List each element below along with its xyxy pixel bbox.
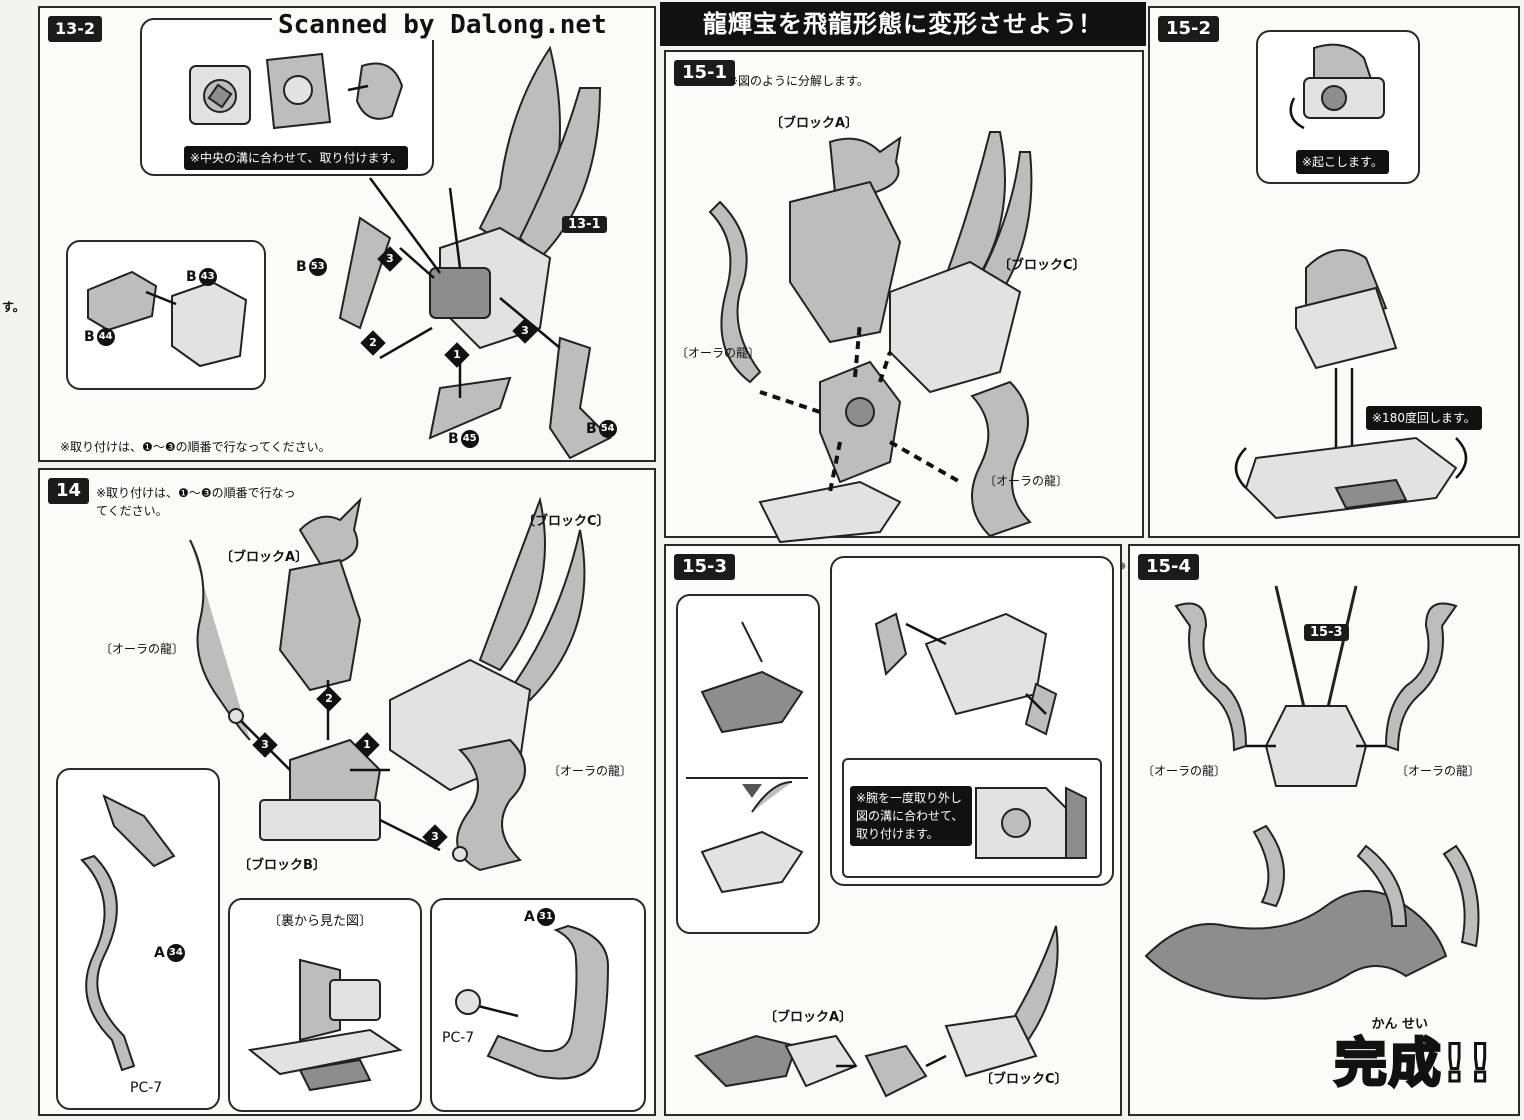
- step-15-4-panel: 15-4 15-3 〔オーラの龍〕 〔オーラの龍〕 かん せい 完成!!: [1128, 544, 1520, 1116]
- raise-callout: ※起こします。: [1256, 30, 1420, 184]
- order-marker-3b: 3: [512, 318, 538, 344]
- step-number: 13-2: [48, 16, 103, 42]
- assembly-row-illustration: [694, 925, 1059, 1098]
- arm-note: ※腕を一度取り外し図の溝に合わせて、取り付けます。: [850, 786, 972, 846]
- label-aura-right: 〔オーラの龍〕: [548, 764, 633, 778]
- block-assembly-illustration: [189, 496, 586, 872]
- dragon-wing-assembly-illustration: [338, 45, 612, 460]
- back-view-callout: 〔裏から見た図〕: [228, 898, 422, 1112]
- order-marker-2: 2: [316, 686, 342, 712]
- disassembly-illustration: [708, 131, 1144, 579]
- header-title: 龍輝宝を飛龍形態に変形させよう！: [660, 2, 1146, 46]
- label-block-c: 〔ブロックC〕: [998, 258, 1086, 273]
- arm-detachment-illustration: [874, 612, 1058, 736]
- step-15-1-panel: 15-1 ※図のように分解します。 〔ブロックA〕 〔ブロックC〕 〔オーラの龍…: [664, 50, 1144, 579]
- aura-dragon-a31-illustration: [455, 924, 610, 1080]
- label-block-b: 〔ブロックB〕: [238, 858, 326, 873]
- part-pc7-left: PC-7: [130, 1080, 163, 1096]
- aura-dragon-a34-illustration: [80, 794, 176, 1072]
- bracket-parts-illustration: [87, 270, 248, 368]
- head-fold-callout: [676, 594, 820, 934]
- scan-credit: Scanned by Dalong.net: [272, 10, 613, 40]
- detail-callout: ※中央の溝に合わせて、取り付けます。: [140, 18, 434, 176]
- part-pc7-right: PC-7: [442, 1030, 475, 1046]
- label-block-c: 〔ブロックC〕: [522, 514, 610, 529]
- label-aura-right: 〔オーラの龍〕: [984, 474, 1069, 488]
- label-aura-left: 〔オーラの龍〕: [676, 346, 761, 360]
- complete-ruby: かん せい: [1371, 1017, 1428, 1032]
- order-marker-1: 1: [354, 732, 380, 758]
- bracket-callout: [66, 240, 266, 390]
- groove-detail-illustration: [189, 52, 404, 130]
- step-number: 15-1: [674, 60, 736, 86]
- step-15-2-panel: 15-2 ※起こします。 ※180度回します。: [1148, 6, 1520, 538]
- step-number: 15-3: [674, 554, 736, 580]
- label-block-a: 〔ブロックA〕: [220, 550, 309, 565]
- order-marker-3a: 3: [252, 732, 278, 758]
- callout-note: ※中央の溝に合わせて、取り付けます。: [184, 146, 409, 170]
- label-block-a: 〔ブロックA〕: [764, 1010, 853, 1025]
- label-back-view: 〔裏から見た図〕: [268, 914, 373, 929]
- complete-text: 完成!!: [1333, 1033, 1494, 1096]
- order-note: ※取り付けは、❶～❸の順番で行なってください。: [60, 440, 331, 454]
- arm-detail-callout: ※腕を一度取り外し図の溝に合わせて、取り付けます。: [830, 556, 1114, 886]
- order-marker-3b: 3: [422, 824, 448, 850]
- raise-note: ※起こします。: [1296, 150, 1389, 174]
- label-aura-left: 〔オーラの龍〕: [1142, 764, 1227, 778]
- order-marker-1: 1: [444, 342, 470, 368]
- completed-dragon-illustration: [1144, 824, 1480, 1000]
- head-fold-illustration: [686, 621, 808, 894]
- step-number: 14: [48, 478, 90, 504]
- order-note: ※取り付けは、❶～❸の順番で行なってください。: [96, 486, 296, 518]
- step-14-panel: 14 ※取り付けは、❶～❸の順番で行なってください。 〔ブロックA〕 〔ブロック…: [38, 468, 656, 1116]
- step-number: 15-2: [1158, 16, 1220, 42]
- step-15-3-panel: 15-3 ※腕を一度取り外し図の溝に合わせて、取り付けます。: [664, 544, 1122, 1116]
- order-marker-3a: 3: [377, 246, 403, 272]
- label-block-c: 〔ブロックC〕: [980, 1072, 1068, 1087]
- back-view-illustration: [247, 958, 403, 1092]
- final-attachment-illustration: [1174, 585, 1458, 787]
- order-marker-2: 2: [360, 330, 386, 356]
- ref-badge-13-1: 13-1: [562, 216, 607, 233]
- step-number: 15-4: [1138, 554, 1200, 580]
- groove-note-box: ※腕を一度取り外し図の溝に合わせて、取り付けます。: [842, 758, 1102, 878]
- rotate-illustration: [1234, 249, 1468, 520]
- groove-detail-illustration: [975, 786, 1087, 859]
- label-aura-left: 〔オーラの龍〕: [100, 642, 185, 656]
- raise-illustration: [1289, 43, 1385, 130]
- ref-badge-15-3: 15-3: [1304, 624, 1349, 641]
- label-block-a: 〔ブロックA〕: [770, 116, 859, 131]
- side-fragment: す。: [2, 300, 25, 314]
- label-aura-right: 〔オーラの龍〕: [1396, 764, 1481, 778]
- rotate-note: ※180度回します。: [1366, 406, 1482, 430]
- disassemble-note: ※図のように分解します。: [728, 74, 869, 88]
